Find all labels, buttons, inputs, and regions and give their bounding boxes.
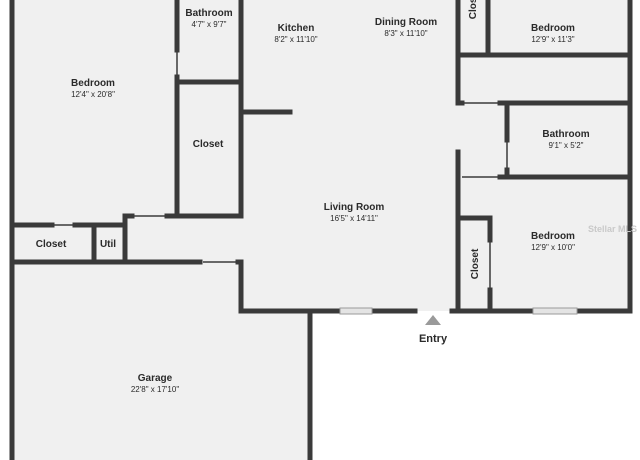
bathroom-top-dims: 4'7" x 9'7" bbox=[192, 20, 227, 29]
bedroom-bottom-right-name: Bedroom bbox=[531, 231, 575, 242]
bedroom-left-name: Bedroom bbox=[71, 78, 115, 89]
floor-fill bbox=[12, 0, 630, 460]
garage-dims: 22'8" x 17'10" bbox=[131, 385, 179, 394]
living-room-dims: 16'5" x 14'11" bbox=[330, 214, 378, 223]
bathroom-right-name: Bathroom bbox=[542, 129, 589, 140]
entry-label: Entry bbox=[419, 333, 448, 345]
dining-room-name: Dining Room bbox=[375, 17, 437, 28]
closet-left-name: Closet bbox=[193, 139, 224, 150]
bathroom-top-name: Bathroom bbox=[185, 8, 232, 19]
living-room-name: Living Room bbox=[324, 202, 385, 213]
walls bbox=[9, 0, 633, 460]
garage-name: Garage bbox=[138, 373, 173, 384]
bathroom-right-dims: 9'1" x 5'2" bbox=[549, 141, 584, 150]
closet-bottom-left-name: Closet bbox=[36, 239, 67, 250]
bedroom-top-right-name: Bedroom bbox=[531, 23, 575, 34]
entry-arrow-icon bbox=[425, 315, 441, 325]
closet-top-right-name: Closet bbox=[468, 0, 479, 19]
kitchen-name: Kitchen bbox=[278, 23, 315, 34]
window bbox=[339, 307, 373, 315]
util-name: Util bbox=[100, 239, 116, 250]
openings bbox=[52, 50, 578, 315]
dining-room-dims: 8'3" x 11'10" bbox=[384, 29, 427, 38]
closet-bottom-right-name: Closet bbox=[470, 248, 481, 279]
window bbox=[532, 307, 578, 315]
bedroom-top-right-dims: 12'9" x 11'3" bbox=[531, 35, 574, 44]
kitchen-dims: 8'2" x 11'10" bbox=[274, 35, 317, 44]
watermark: Stellar MLS bbox=[588, 224, 637, 234]
bedroom-left-dims: 12'4" x 20'8" bbox=[71, 90, 115, 99]
bedroom-bottom-right-dims: 12'9" x 10'0" bbox=[531, 243, 575, 252]
